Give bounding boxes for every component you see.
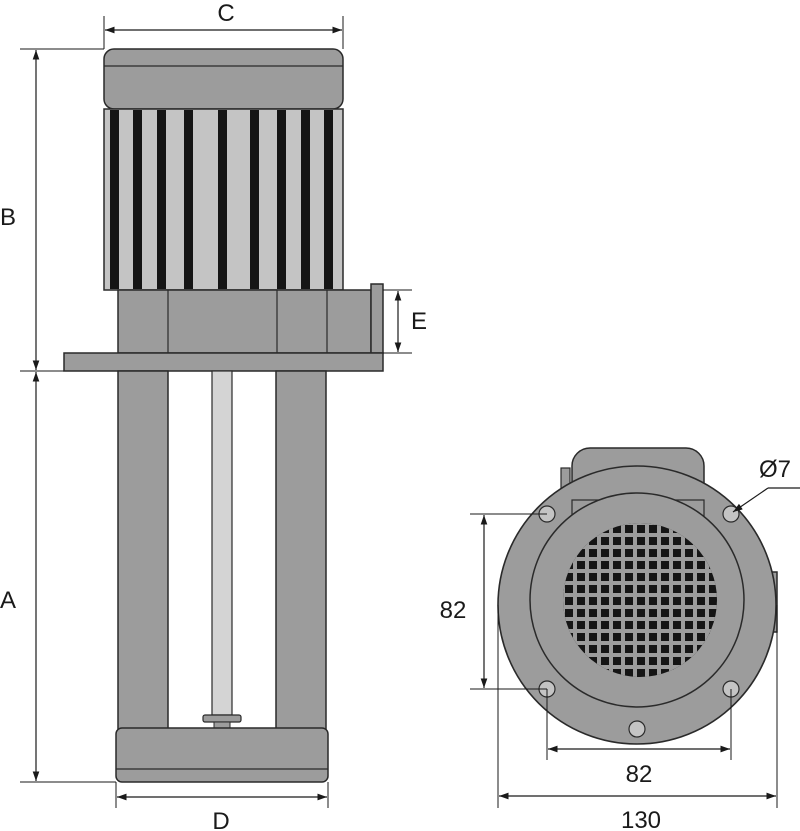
dimension-c-label: C (217, 0, 234, 27)
shaft-collar (202, 714, 242, 723)
motor-cap (103, 48, 344, 110)
left-leg (117, 370, 169, 732)
overall-width-label: 130 (621, 807, 661, 831)
dimension-e-label: E (411, 308, 427, 335)
dimension-b-label: B (0, 204, 16, 231)
dimension-a: A (0, 372, 116, 783)
dimension-horizontal-spacing: 82 (546, 689, 732, 788)
vertical-spacing-label: 82 (440, 597, 467, 624)
dimension-e: E (383, 289, 427, 354)
mounting-hole (628, 720, 646, 738)
dimension-vertical-spacing: 82 (440, 513, 547, 690)
hole-diameter-callout: Ø7 (732, 456, 800, 513)
dimension-a-label: A (0, 587, 16, 614)
horizontal-spacing-label: 82 (626, 761, 653, 788)
pump-shaft (211, 370, 233, 716)
pump-base (115, 727, 329, 783)
mounting-flange (63, 352, 384, 372)
adapter-housing (117, 283, 384, 354)
dimension-b: B (0, 48, 104, 372)
hole-diameter-label: Ø7 (759, 456, 791, 483)
side-view: C B A E D (0, 0, 427, 831)
fan-grille (563, 523, 717, 677)
terminal-tab (370, 283, 384, 354)
top-view: Ø7 82 82 130 (440, 447, 800, 831)
right-leg (275, 370, 327, 732)
dimension-d: D (115, 782, 329, 831)
dimension-d-label: D (212, 808, 229, 831)
dimension-c: C (103, 0, 344, 49)
motor-fins (103, 108, 344, 291)
mounting-hole (722, 505, 740, 523)
dimension-overall-width: 130 (497, 605, 778, 831)
